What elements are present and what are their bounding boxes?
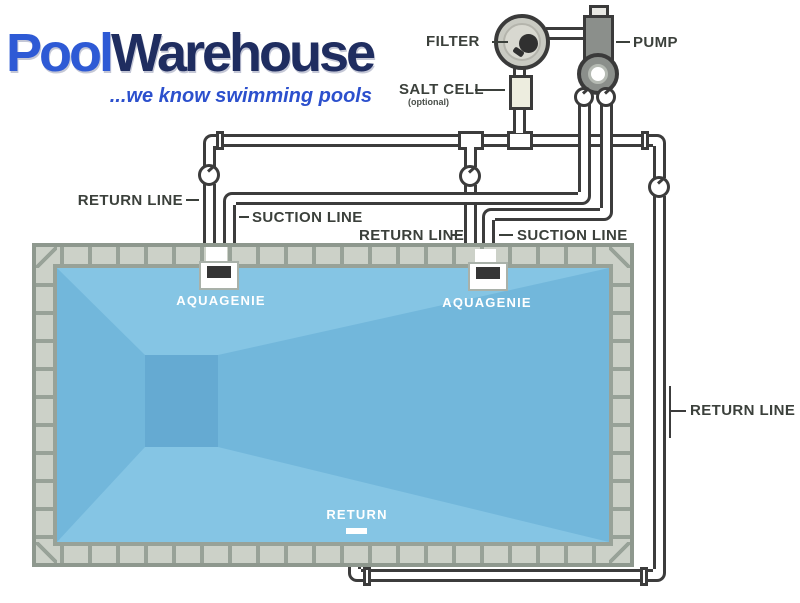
elbow-manifold-right bbox=[653, 134, 666, 147]
pipe-right-return-upper bbox=[653, 146, 666, 178]
pump-label: PUMP bbox=[633, 34, 678, 51]
skimmer-right-mouth bbox=[476, 267, 500, 279]
pipe-pump-suction-right bbox=[600, 103, 613, 208]
elbow-pump-suction-right bbox=[600, 208, 613, 221]
valve-handle bbox=[603, 87, 612, 95]
filter-label: FILTER bbox=[426, 33, 480, 50]
pool-tile-band-bottom bbox=[36, 542, 630, 563]
valve-icon bbox=[574, 87, 594, 107]
elbow-suction-right bbox=[482, 208, 495, 221]
pipe-suction-left-drop bbox=[223, 204, 236, 247]
pipe-left-return-stub bbox=[203, 146, 216, 168]
return-line-right-label: RETURN LINE bbox=[690, 402, 796, 419]
pool-corner bbox=[36, 247, 57, 268]
coupling bbox=[216, 131, 224, 150]
pipe-filter-to-pump bbox=[546, 27, 586, 40]
filter-leader-line bbox=[492, 41, 508, 43]
gauge-needle bbox=[656, 176, 666, 185]
return-inlet-tile-left bbox=[206, 247, 227, 263]
salt-cell-leader-line bbox=[475, 89, 505, 91]
return-label: RETURN bbox=[326, 507, 388, 522]
salt-cell-body bbox=[509, 75, 533, 110]
pipe-middle-return-stub bbox=[464, 147, 477, 167]
gauge-icon bbox=[198, 164, 220, 186]
salt-cell-label: SALT CELL bbox=[399, 81, 484, 98]
return-line-left-label: RETURN LINE bbox=[77, 192, 183, 209]
logo-tagline: ...we know swimming pools bbox=[109, 85, 372, 107]
pool-corner bbox=[609, 247, 630, 268]
filter-face bbox=[503, 23, 541, 61]
pipe-salt-cell-lower bbox=[513, 104, 526, 133]
suction-line-left-label: SUCTION LINE bbox=[252, 209, 363, 226]
gauge-icon bbox=[459, 165, 481, 187]
coupling bbox=[363, 567, 371, 586]
valve-handle bbox=[581, 87, 590, 95]
pump-eye bbox=[588, 64, 608, 84]
elbow-pump-suction-left bbox=[578, 192, 591, 205]
pipe-bottom-return bbox=[361, 569, 653, 582]
filter-knob bbox=[519, 34, 538, 53]
elbow-bottom-left bbox=[348, 569, 361, 582]
pool: AQUAGENIE AQUAGENIE RETURN bbox=[32, 243, 634, 567]
gauge-needle bbox=[206, 164, 216, 173]
aquagenie-label-left: AQUAGENIE bbox=[176, 293, 266, 308]
pipe-top-manifold bbox=[216, 134, 653, 147]
logo-warehouse: Warehouse bbox=[111, 23, 376, 83]
valve-icon bbox=[596, 87, 616, 107]
brand-logo: PoolWarehouse bbox=[6, 23, 376, 83]
tee-salt-cell bbox=[507, 131, 533, 150]
return-jet bbox=[346, 528, 367, 534]
pool-water bbox=[53, 264, 613, 546]
pool-corner bbox=[36, 542, 57, 563]
elbow-suction-left bbox=[223, 192, 236, 205]
pipe-left-return-drop bbox=[203, 184, 216, 247]
elbow-bottom-right bbox=[653, 569, 666, 582]
gauge-icon bbox=[648, 176, 670, 198]
return-line-right-leader bbox=[671, 410, 686, 412]
filter-gauge-icon bbox=[494, 14, 550, 70]
return-line-middle-leader bbox=[452, 234, 462, 236]
pool-tile-band-left bbox=[36, 247, 57, 563]
logo-pool: Pool bbox=[6, 23, 114, 83]
suction-line-right-label: SUCTION LINE bbox=[517, 227, 628, 244]
aquagenie-label-right: AQUAGENIE bbox=[442, 295, 532, 310]
suction-line-left-leader bbox=[239, 216, 249, 218]
pipe-suction-line-left bbox=[236, 192, 578, 205]
coupling bbox=[641, 131, 649, 150]
salt-cell-note: (optional) bbox=[408, 97, 449, 107]
coupling bbox=[640, 567, 648, 586]
gauge-needle bbox=[467, 165, 477, 174]
pump-leader-line bbox=[616, 41, 630, 43]
pipe-right-return-drop bbox=[653, 196, 666, 571]
skimmer-left-mouth bbox=[207, 266, 231, 278]
return-line-right-bracket bbox=[669, 386, 671, 438]
return-inlet-tile-right bbox=[475, 249, 496, 263]
pool-tile-band-right bbox=[609, 247, 630, 563]
pipe-suction-line-right bbox=[495, 208, 600, 221]
elbow-manifold-left bbox=[203, 134, 216, 147]
suction-line-right-leader bbox=[499, 234, 513, 236]
pipe-suction-right-drop bbox=[482, 220, 495, 247]
return-line-left-leader bbox=[186, 199, 199, 201]
pipe-pump-suction-left bbox=[578, 103, 591, 192]
water-deep-end bbox=[145, 355, 218, 447]
return-line-middle-label: RETURN LINE bbox=[359, 227, 465, 244]
pool-corner bbox=[609, 542, 630, 563]
